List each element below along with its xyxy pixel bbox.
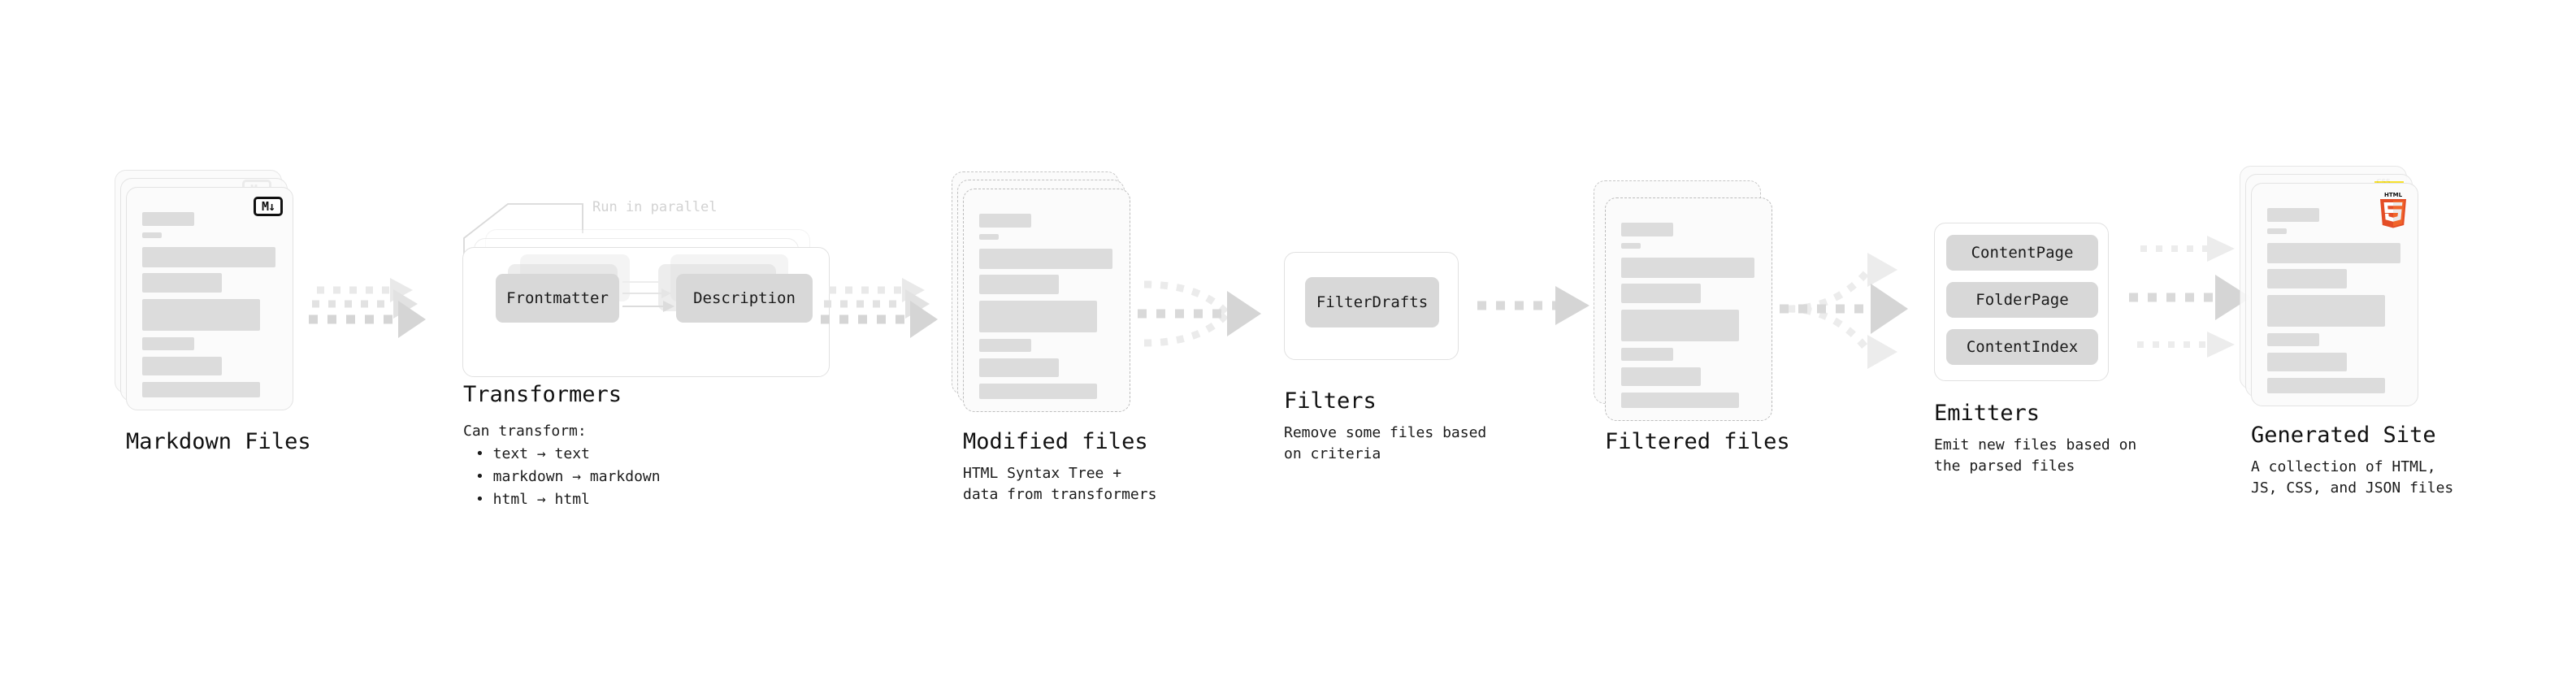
transformer-box-front: Frontmatter Description xyxy=(462,247,830,377)
skeleton-bar xyxy=(979,234,999,240)
chip-filterdrafts[interactable]: FilterDrafts xyxy=(1305,277,1439,327)
transformers-bullet-2: • html → html xyxy=(475,491,590,508)
transformers-bullet-0: • text → text xyxy=(475,445,590,462)
page-title-filtered-files: Filtered files xyxy=(1605,429,1790,454)
svg-text:HTML: HTML xyxy=(2384,192,2403,198)
skeleton-bar xyxy=(979,249,1112,269)
chip-contentpage[interactable]: ContentPage xyxy=(1946,235,2098,271)
site-card-front: HTML xyxy=(2251,183,2418,406)
skeleton-bar xyxy=(2267,208,2319,222)
skeleton-bar xyxy=(2267,378,2385,393)
skeleton-bar xyxy=(979,358,1059,377)
skeleton-bar xyxy=(142,357,222,375)
skeleton-bar xyxy=(1621,393,1739,408)
page-title-transformers: Transformers xyxy=(463,382,622,407)
skeleton-bar xyxy=(2267,269,2347,288)
connector-emitters-to-site xyxy=(2129,236,2251,358)
skeleton-bar xyxy=(2267,228,2287,234)
skeleton-bar xyxy=(142,273,222,293)
skeleton-bar xyxy=(1621,243,1641,249)
filters-subtitle: Remove some files based on criteria xyxy=(1284,424,1487,463)
html5-icon: HTML xyxy=(2380,192,2406,228)
skeleton-bar xyxy=(1621,223,1673,236)
skeleton-bar xyxy=(142,382,260,397)
markdown-icon: M↓ xyxy=(254,197,283,216)
parallel-label: Run in parallel xyxy=(592,199,718,215)
page-title-emitters: Emitters xyxy=(1934,401,2040,426)
skeleton-bar xyxy=(1621,310,1739,341)
filters-box: FilterDrafts xyxy=(1284,252,1459,360)
connector-frontmatter-to-description xyxy=(622,277,674,312)
skeleton-bar xyxy=(142,299,260,331)
skeleton-bar xyxy=(142,337,194,350)
skeleton-bar xyxy=(979,275,1059,294)
skeleton-bar xyxy=(979,301,1097,332)
modified-card-front xyxy=(963,189,1130,412)
skeleton-bar xyxy=(2267,295,2385,327)
page-title-modified-files: Modified files xyxy=(963,429,1148,454)
skeleton-bar xyxy=(142,247,275,267)
connector-filtered-to-emitters xyxy=(1780,253,1908,369)
skeleton-bar xyxy=(979,339,1031,352)
transformers-subtitle: Can transform: xyxy=(463,423,587,440)
skeleton-bar xyxy=(979,384,1097,399)
skeleton-bar xyxy=(2267,243,2400,263)
emitters-subtitle: Emit new files based on the parsed files xyxy=(1934,436,2137,475)
skeleton-bar xyxy=(2267,353,2347,371)
parallel-bracket xyxy=(463,203,583,256)
skeleton-bar xyxy=(1621,348,1673,361)
page-title-filters: Filters xyxy=(1284,388,1377,414)
modified-files-subtitle: HTML Syntax Tree + data from transformer… xyxy=(963,465,1157,504)
page-title-markdown-files: Markdown Files xyxy=(126,429,311,454)
skeleton-bar xyxy=(1621,284,1701,303)
connector-md-to-transformers xyxy=(309,278,426,338)
skeleton-bar xyxy=(2267,333,2319,346)
emitters-box: ContentPage FolderPage ContentIndex xyxy=(1934,223,2109,381)
filtered-card-front xyxy=(1605,197,1772,421)
skeleton-bar xyxy=(142,232,162,238)
transformers-bullet-1: • markdown → markdown xyxy=(475,468,661,485)
skeleton-bar xyxy=(979,214,1031,228)
connector-modified-to-filters xyxy=(1138,280,1261,347)
chip-folderpage[interactable]: FolderPage xyxy=(1946,282,2098,318)
skeleton-bar xyxy=(142,212,194,226)
skeleton-bar xyxy=(1621,258,1754,278)
connector-transformers-to-modified xyxy=(821,278,938,338)
connector-filters-to-filtered xyxy=(1477,286,1589,325)
markdown-card-front: M↓ xyxy=(126,187,293,410)
chip-contentindex[interactable]: ContentIndex xyxy=(1946,329,2098,365)
chip-description[interactable]: Description xyxy=(676,274,813,323)
skeleton-bar xyxy=(1621,367,1701,386)
page-title-generated-site: Generated Site xyxy=(2251,423,2436,448)
generated-site-subtitle: A collection of HTML, JS, CSS, and JSON … xyxy=(2251,458,2454,497)
chip-frontmatter[interactable]: Frontmatter xyxy=(496,274,619,323)
